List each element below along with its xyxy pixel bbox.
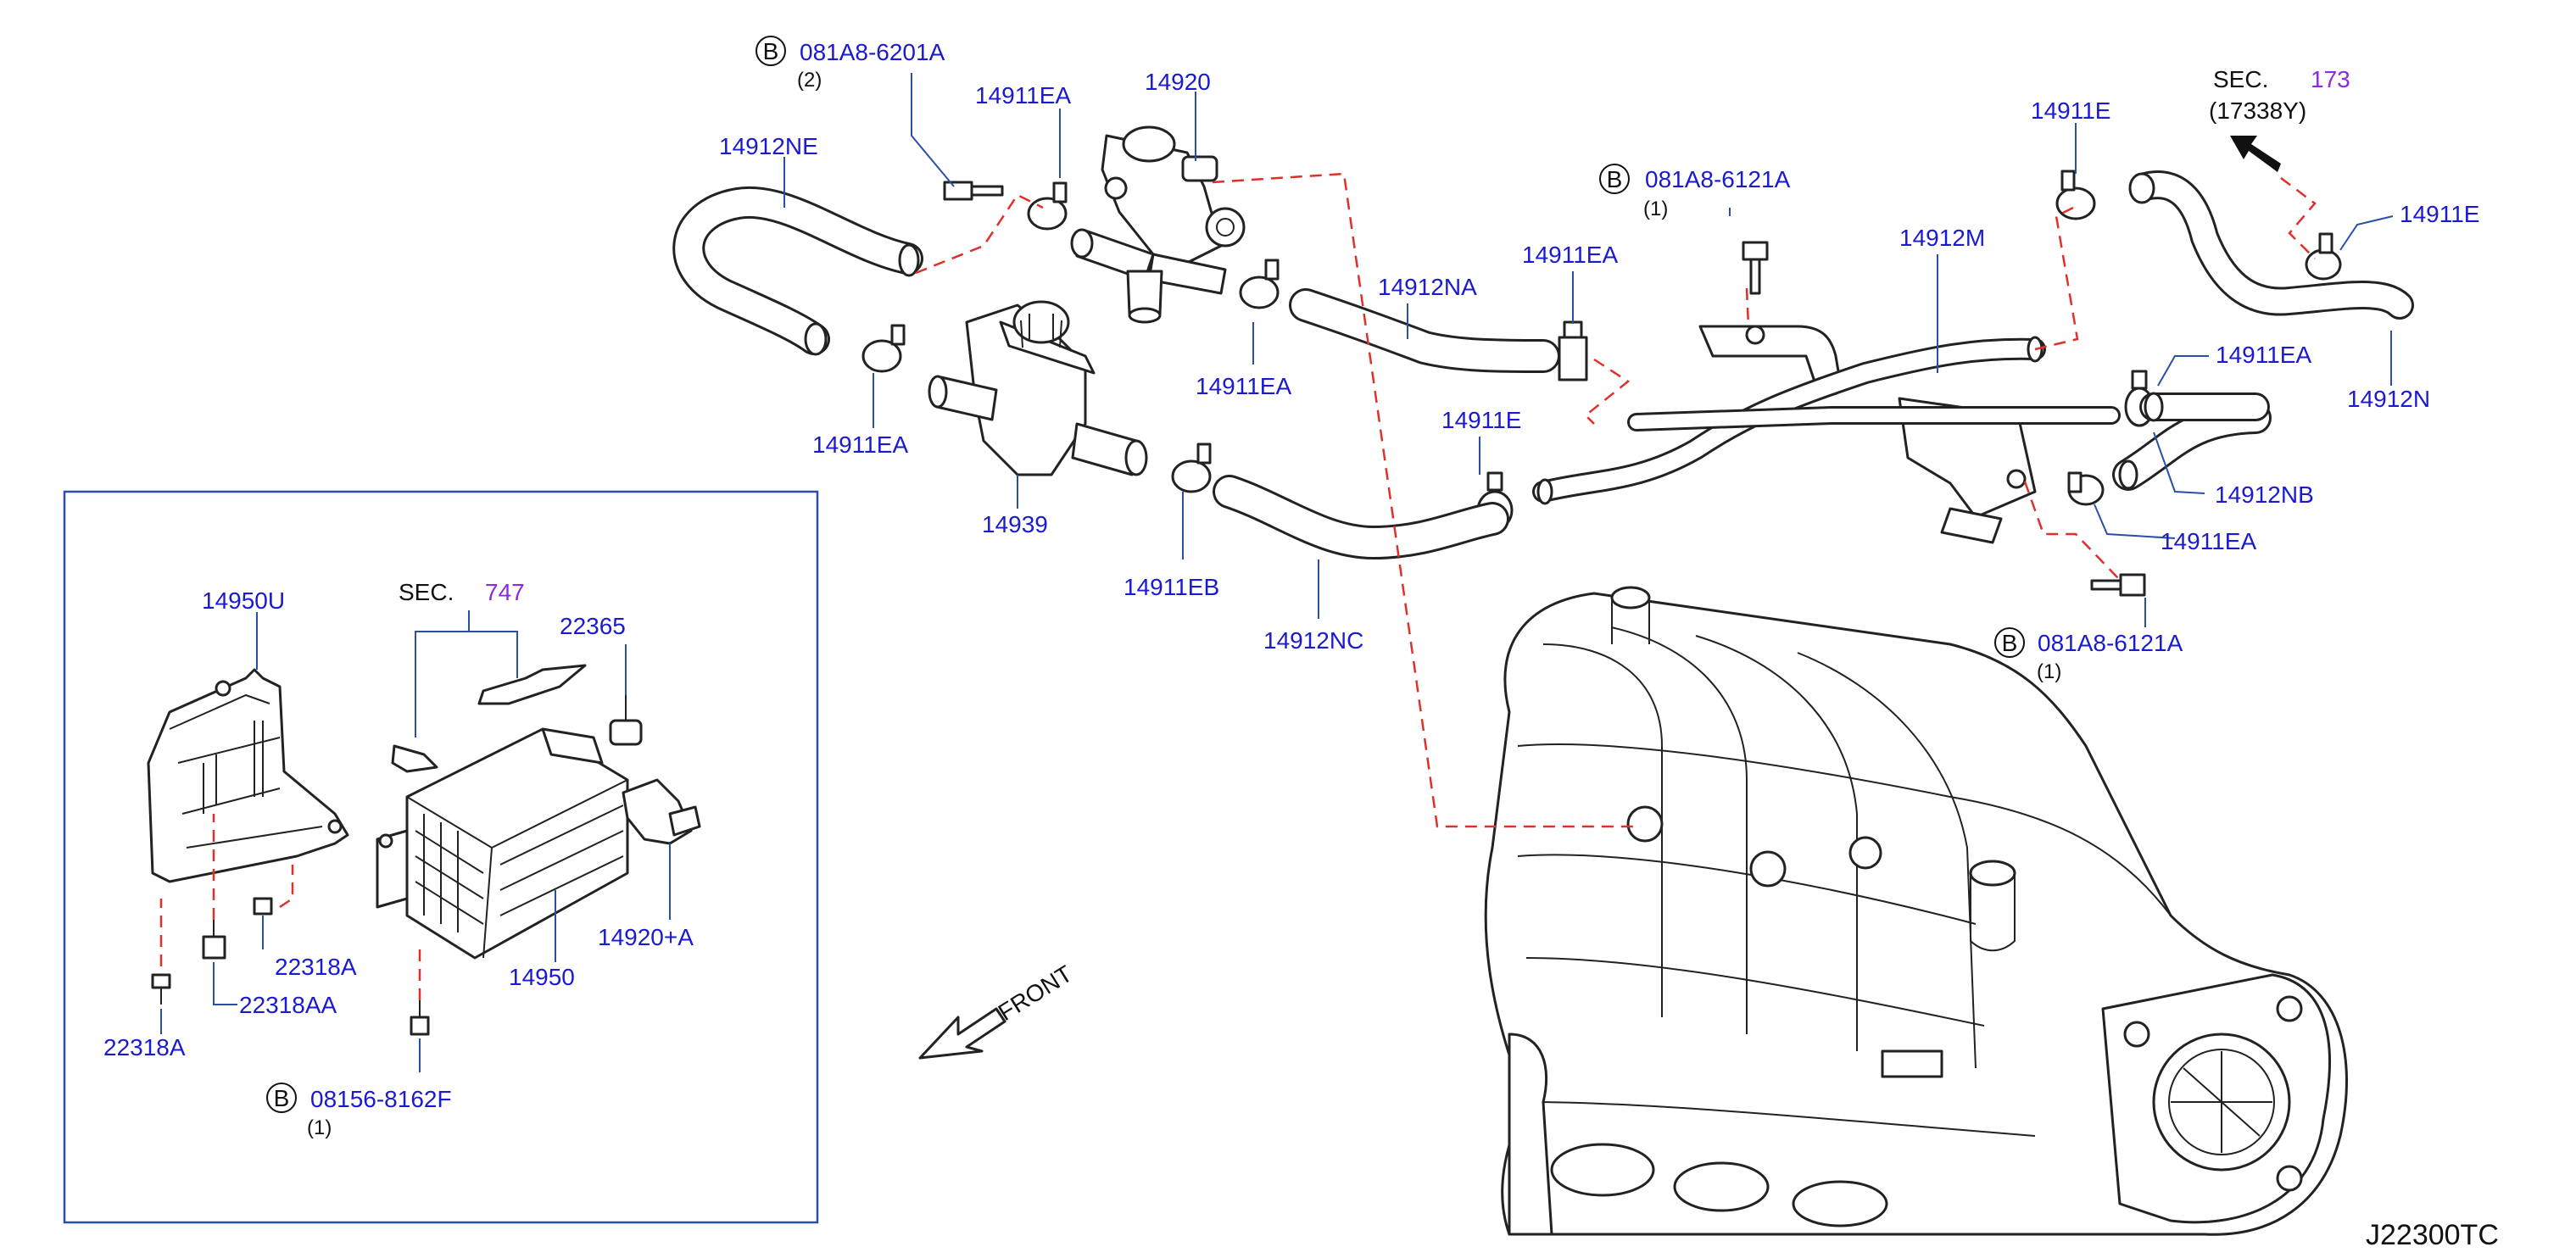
canister-14950 xyxy=(376,727,629,960)
sec-173-direction-arrow xyxy=(2230,136,2281,172)
label-14911E-b: 14911E xyxy=(2031,97,2110,124)
hose-14912NA xyxy=(1289,288,1560,373)
valve-14920A xyxy=(622,778,701,845)
label-14912NE: 14912NE xyxy=(719,133,818,159)
sec-747-prefix: SEC. xyxy=(399,579,454,605)
label-14950U: 14950U xyxy=(202,587,285,614)
callout-08156-8162F-qty: (1) xyxy=(307,1116,332,1139)
valve-14939 xyxy=(928,300,1148,476)
callout-081A8-6201A-qty: (2) xyxy=(797,69,822,92)
tube-14912M xyxy=(1532,325,2121,544)
sec-747-number: 747 xyxy=(485,579,525,605)
label-14911E-c: 14911E xyxy=(2400,201,2479,227)
intake-manifold xyxy=(1484,586,2348,1236)
label-14911EA-a: 14911EA xyxy=(975,82,1071,109)
label-22318A-b: 22318A xyxy=(103,1034,186,1060)
label-14911E-a: 14911E xyxy=(1441,407,1521,433)
connector-22365 xyxy=(609,695,643,746)
bolt-symbol-icons xyxy=(266,36,2025,1113)
label-14912M: 14912M xyxy=(1899,225,1985,251)
leader-lines xyxy=(160,73,2394,1072)
front-label: FRONT xyxy=(994,960,1077,1026)
dashed-connection-lines xyxy=(915,172,2317,828)
valve-14920 xyxy=(1070,125,1246,324)
callout-08156-8162F: 08156-8162F xyxy=(310,1086,452,1112)
label-14911EA-e: 14911EA xyxy=(2216,342,2311,368)
hose-14912N xyxy=(2128,170,2414,320)
label-22365: 22365 xyxy=(560,613,626,639)
callout-081A8-6121A-right: 081A8-6121A xyxy=(2038,630,2183,656)
inset-bolts xyxy=(151,897,430,1036)
label-14950: 14950 xyxy=(509,964,575,990)
bolts xyxy=(943,181,2146,597)
label-14920: 14920 xyxy=(1145,69,1211,95)
front-arrow-icon xyxy=(918,1007,1006,1060)
canister-protector-14950U xyxy=(147,668,349,883)
bracket-sec-747 xyxy=(391,664,587,773)
label-14939: 14939 xyxy=(982,511,1048,537)
label-14911EA-f: 14911EA xyxy=(2161,528,2256,554)
hose-14912NC xyxy=(1213,475,1509,560)
hose-14912NB xyxy=(2112,392,2272,491)
callout-081A8-6121A-right-qty: (1) xyxy=(2037,660,2061,683)
callout-081A8-6201A: 081A8-6201A xyxy=(800,39,945,65)
bolt-symbol-b-1: B xyxy=(763,38,779,64)
label-14920A: 14920+A xyxy=(598,924,694,950)
label-14912NB: 14912NB xyxy=(2215,481,2314,508)
sec-173-subref: (17338Y) xyxy=(2209,97,2306,124)
canister-inset-frame xyxy=(63,490,819,1224)
label-14912N: 14912N xyxy=(2347,386,2430,412)
diagram-code: J22300TC xyxy=(2366,1219,2499,1251)
sec-173-number: 173 xyxy=(2311,66,2350,92)
bolt-symbol-b-4: B xyxy=(274,1085,290,1111)
label-14912NC: 14912NC xyxy=(1263,627,1363,654)
hose-14912NE xyxy=(672,186,923,356)
bolt-symbol-b-2: B xyxy=(1607,166,1623,192)
callout-081A8-6121A-top: 081A8-6121A xyxy=(1645,166,1791,192)
inset-dashed-lines xyxy=(159,814,421,1000)
callout-081A8-6121A-top-qty: (1) xyxy=(1643,198,1668,220)
label-22318AA: 22318AA xyxy=(239,992,337,1018)
label-14911EA-b: 14911EA xyxy=(812,431,908,458)
label-14911EB: 14911EB xyxy=(1124,574,1219,600)
bolt-symbol-b-3: B xyxy=(2002,630,2018,656)
sec-173-prefix: SEC. xyxy=(2213,66,2268,92)
label-14911EA-c: 14911EA xyxy=(1196,373,1291,399)
label-14911EA-d: 14911EA xyxy=(1522,242,1618,268)
label-22318A-a: 22318A xyxy=(275,954,357,980)
label-14912NA: 14912NA xyxy=(1378,274,1477,300)
